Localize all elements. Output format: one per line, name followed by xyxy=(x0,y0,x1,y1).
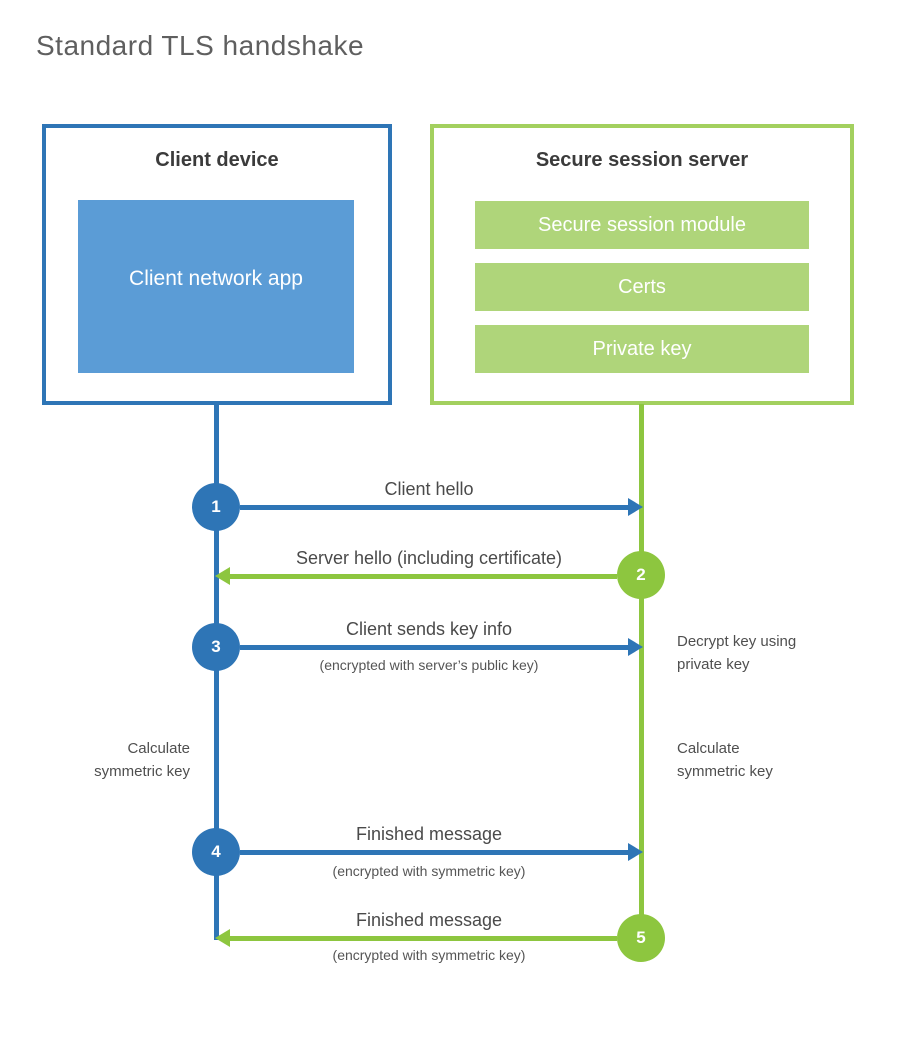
step-1-circle: 1 xyxy=(192,483,240,531)
step-3-sublabel: (encrypted with server’s public key) xyxy=(319,657,539,673)
arrowhead-right-icon xyxy=(628,638,643,656)
note-calculate-symmetric-key-right: Calculate symmetric key xyxy=(677,740,773,780)
note-calculate-symmetric-key-left: Calculate symmetric key xyxy=(94,740,190,780)
step-2-circle: 2 xyxy=(617,551,665,599)
module-label-private-key: Private key xyxy=(592,337,692,360)
step-3-number: 3 xyxy=(211,637,221,656)
arrowhead-left-icon xyxy=(215,929,230,947)
step-1-label: Client hello xyxy=(384,479,474,499)
step-1-arrow xyxy=(240,505,629,510)
step-4-arrow xyxy=(240,850,629,855)
server-module-bar: Secure session module xyxy=(475,201,809,249)
step-2-arrow xyxy=(230,574,617,579)
step-2-label: Server hello (including certificate) xyxy=(295,548,563,568)
client-device-title: Client device xyxy=(155,149,279,171)
step-3-arrow xyxy=(240,645,629,650)
step-4-label: Finished message xyxy=(355,824,503,844)
step-5-sublabel: (encrypted with symmetric key) xyxy=(332,947,526,963)
step-5-circle: 5 xyxy=(617,914,665,962)
arrowhead-right-icon xyxy=(628,843,643,861)
module-label-secure-session: Secure session module xyxy=(538,213,746,236)
step-4-circle: 4 xyxy=(192,828,240,876)
secure-session-server-title: Secure session server xyxy=(535,149,749,171)
step-1-number: 1 xyxy=(211,497,221,516)
step-5-label: Finished message xyxy=(355,910,503,930)
server-lifeline xyxy=(639,404,644,938)
module-label-certs: Certs xyxy=(618,275,666,298)
server-module-bar: Private key xyxy=(475,325,809,373)
step-3-label: Client sends key info xyxy=(345,619,513,639)
step-2-number: 2 xyxy=(636,565,646,584)
server-module-bar: Certs xyxy=(475,263,809,311)
step-5-arrow xyxy=(230,936,617,941)
step-4-number: 4 xyxy=(211,842,221,861)
step-5-number: 5 xyxy=(636,928,646,947)
arrowhead-left-icon xyxy=(215,567,230,585)
step-3-circle: 3 xyxy=(192,623,240,671)
page-title: Standard TLS handshake xyxy=(36,30,365,61)
client-lifeline xyxy=(214,404,219,940)
client-network-app-label: Client network app xyxy=(129,267,303,291)
arrowhead-right-icon xyxy=(628,498,643,516)
client-network-app-box: Client network app xyxy=(78,200,354,373)
note-decrypt-key: Decrypt key using private key xyxy=(677,633,797,673)
step-4-sublabel: (encrypted with symmetric key) xyxy=(332,863,526,879)
